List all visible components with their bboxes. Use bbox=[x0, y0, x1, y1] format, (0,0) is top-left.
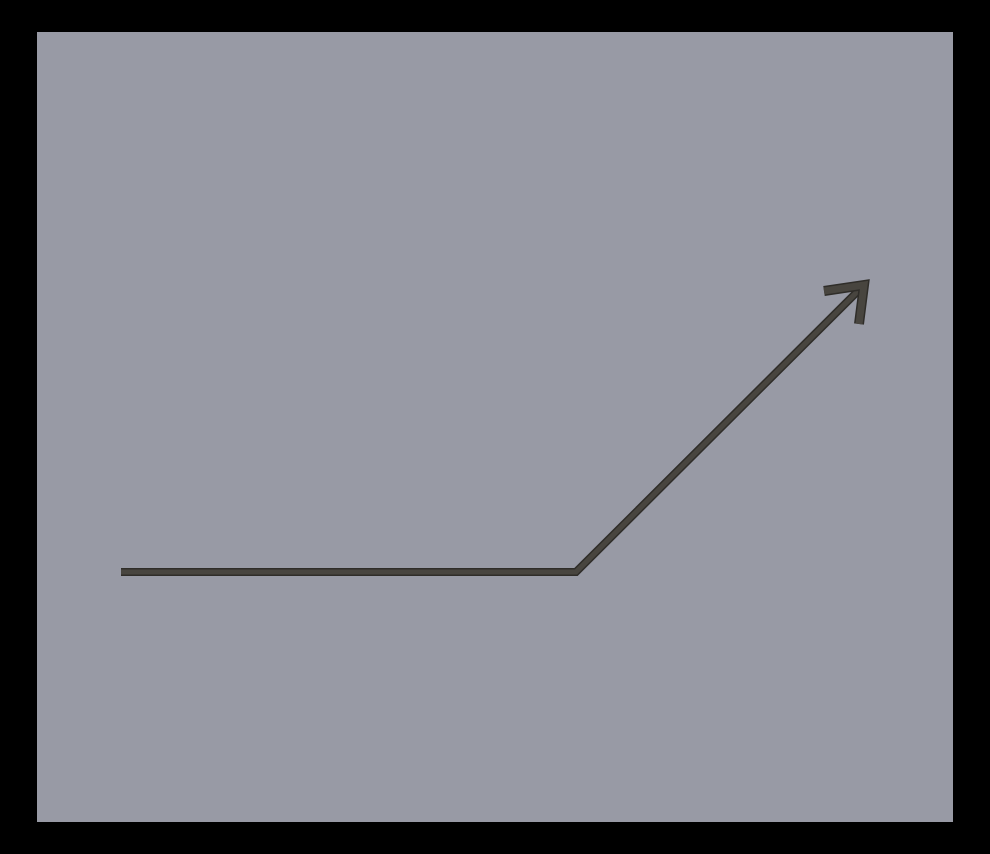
bent-arrow-shaft bbox=[121, 285, 864, 575]
bent-arrow-shaft-outline bbox=[121, 284, 865, 576]
drawing-canvas bbox=[37, 32, 953, 822]
bent-arrow[interactable] bbox=[121, 279, 870, 576]
arrow-head-icon bbox=[823, 280, 869, 325]
